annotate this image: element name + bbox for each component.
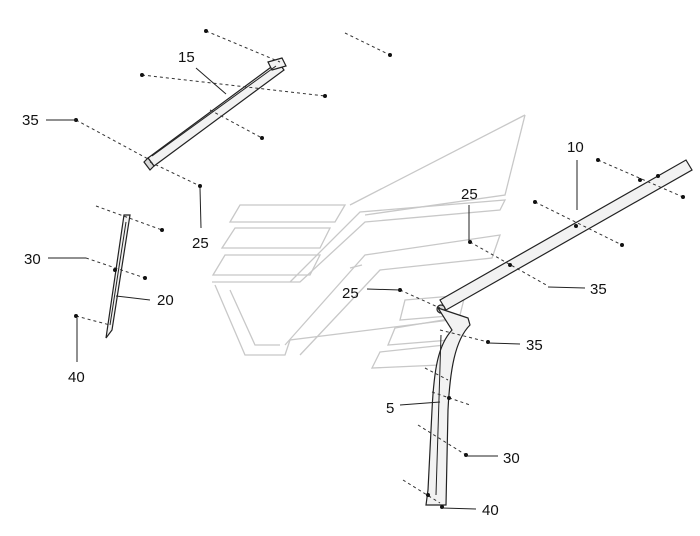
callout-labels: 15 35 25 30 20 40 10 25 35 25 35 5 30 40 bbox=[22, 49, 607, 519]
callout-40-right: 40 bbox=[482, 502, 499, 519]
callout-35-right-mid: 35 bbox=[526, 337, 543, 354]
callout-30-right: 30 bbox=[503, 450, 520, 467]
part-20-fastener-lines bbox=[74, 205, 164, 326]
part-20-left-strip bbox=[105, 214, 131, 339]
callout-25-left: 25 bbox=[192, 235, 209, 252]
callout-40-left: 40 bbox=[68, 369, 85, 386]
callout-25-right-top: 25 bbox=[461, 186, 478, 203]
callout-5: 5 bbox=[386, 400, 394, 417]
part-15-upper-rail bbox=[143, 57, 287, 171]
callout-35-left: 35 bbox=[22, 112, 39, 129]
ghost-panel bbox=[211, 114, 526, 369]
part-10-fastener-lines bbox=[398, 158, 685, 309]
part-15-fastener-lines bbox=[74, 29, 392, 188]
callout-35-right-top: 35 bbox=[590, 281, 607, 298]
callout-30-left: 30 bbox=[24, 251, 41, 268]
callout-15: 15 bbox=[178, 49, 195, 66]
part-10-right-rail bbox=[436, 159, 693, 314]
callout-10: 10 bbox=[567, 139, 584, 156]
callout-20: 20 bbox=[157, 292, 174, 309]
part-5-pillar bbox=[425, 306, 471, 506]
callout-25-right-mid: 25 bbox=[342, 285, 359, 302]
callout-leaders bbox=[46, 67, 586, 510]
